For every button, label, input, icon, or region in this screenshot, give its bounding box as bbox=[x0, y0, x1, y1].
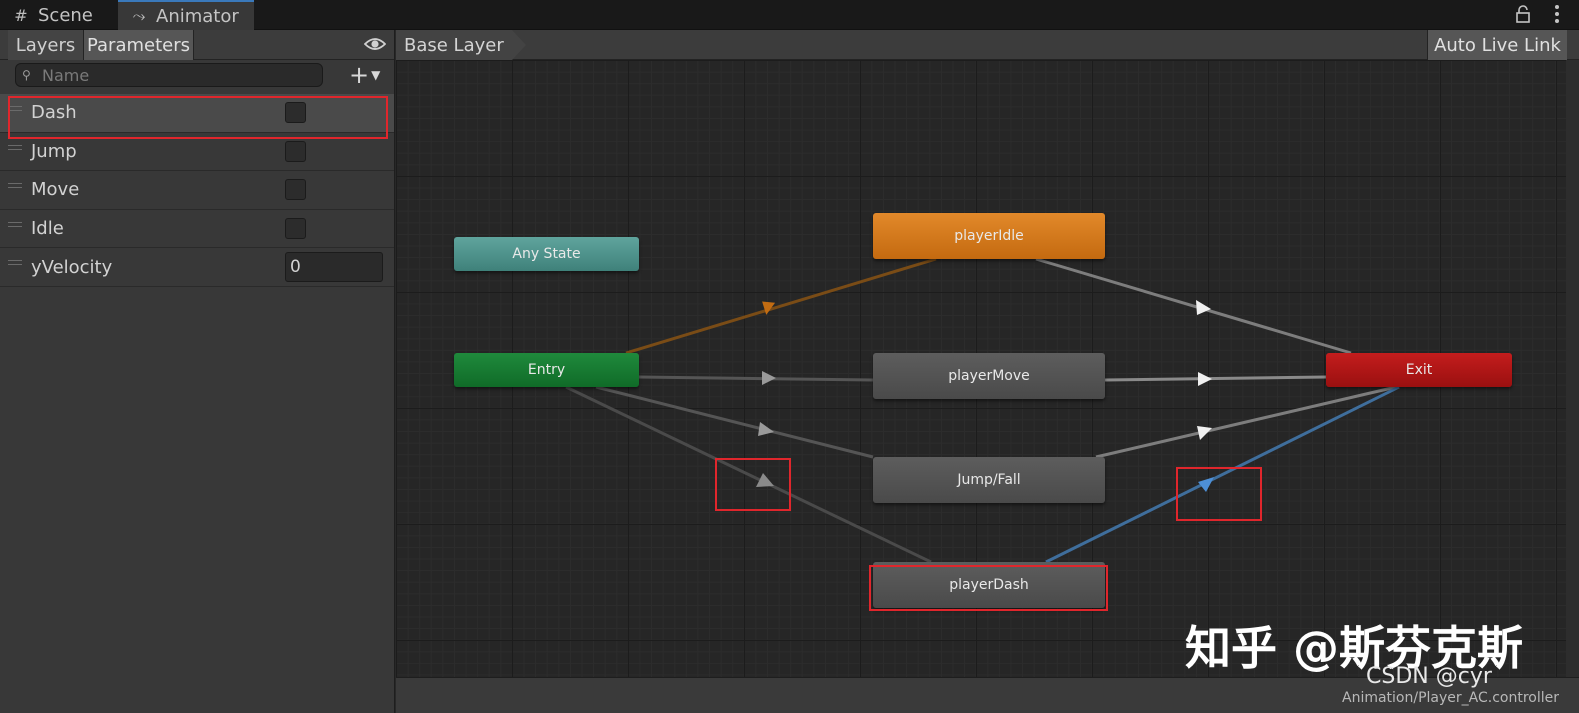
transition-arrow-icon bbox=[1198, 477, 1214, 492]
parameter-checkbox-idle[interactable] bbox=[285, 218, 306, 240]
transition-lines bbox=[565, 257, 1400, 564]
vertical-scrollbar[interactable] bbox=[1566, 60, 1579, 677]
parameter-checkbox-move[interactable] bbox=[285, 179, 306, 201]
transition-dash-exit[interactable] bbox=[1045, 385, 1400, 564]
parameter-name: Jump bbox=[31, 140, 77, 162]
grid-icon: # bbox=[14, 5, 28, 25]
state-exit[interactable]: Exit bbox=[1326, 353, 1512, 387]
animator-graph-panel: Base Layer Auto Live Link bbox=[396, 30, 1579, 713]
breadcrumb-bar: Base Layer Auto Live Link bbox=[396, 30, 1579, 60]
breadcrumb-base-layer[interactable]: Base Layer bbox=[396, 30, 526, 60]
parameter-value-field-yvelocity[interactable]: 0 bbox=[285, 252, 383, 283]
watermark-zhihu: 知乎 @斯芬克斯 bbox=[1185, 621, 1524, 675]
eye-icon[interactable] bbox=[364, 35, 386, 53]
state-player-move[interactable]: playerMove bbox=[873, 353, 1105, 399]
search-icon: ⚲ bbox=[22, 68, 31, 82]
transition-arrow-icon bbox=[1196, 300, 1211, 315]
parameter-row-dash[interactable]: Dash bbox=[0, 94, 394, 133]
state-jump-fall[interactable]: Jump/Fall bbox=[873, 457, 1105, 503]
transition-jump-exit[interactable] bbox=[1095, 385, 1397, 459]
search-row: ⚲ +▼ bbox=[0, 60, 394, 94]
parameters-panel: Layers Parameters ⚲ +▼ Dash Jump Move bbox=[0, 30, 395, 713]
drag-handle-icon[interactable] bbox=[8, 106, 22, 111]
transition-arrow-icon bbox=[762, 301, 776, 315]
transition-arrow-icon bbox=[758, 422, 774, 436]
plus-icon: + bbox=[349, 61, 370, 89]
transition-entry-jump[interactable] bbox=[595, 385, 874, 459]
state-player-idle[interactable]: playerIdle bbox=[873, 213, 1105, 259]
parameter-row-yvelocity[interactable]: yVelocity 0 bbox=[0, 248, 394, 287]
watermark-csdn: CSDN @cyr bbox=[1366, 664, 1492, 689]
transition-arrow-icon bbox=[1197, 426, 1212, 440]
state-any-state[interactable]: Any State bbox=[454, 237, 639, 271]
lock-icon[interactable] bbox=[1515, 4, 1531, 24]
search-input[interactable] bbox=[42, 65, 312, 85]
parameter-list: Dash Jump Move Idle yVelocity 0 bbox=[0, 94, 394, 287]
parameter-name: Idle bbox=[31, 218, 64, 240]
window-tab-bar: # Scene ⤳ Animator bbox=[0, 0, 1579, 30]
search-field[interactable]: ⚲ bbox=[15, 63, 323, 87]
add-parameter-button[interactable]: +▼ bbox=[349, 61, 389, 89]
parameter-row-idle[interactable]: Idle bbox=[0, 210, 394, 249]
status-bar: Animation/Player_AC.controller bbox=[396, 677, 1579, 713]
transition-entry-move[interactable] bbox=[638, 375, 874, 382]
state-machine-graph[interactable]: Any State Entry playerIdle playerMove Ju… bbox=[396, 60, 1566, 677]
state-player-dash[interactable]: playerDash bbox=[873, 562, 1105, 608]
drag-handle-icon[interactable] bbox=[8, 260, 22, 266]
parameter-row-move[interactable]: Move bbox=[0, 171, 394, 210]
left-panel-tabs: Layers Parameters bbox=[0, 30, 394, 60]
auto-live-link-button[interactable]: Auto Live Link bbox=[1427, 30, 1567, 60]
transition-arrow-icon bbox=[1198, 372, 1212, 386]
transition-entry-dash[interactable] bbox=[565, 385, 932, 564]
tab-parameters[interactable]: Parameters bbox=[84, 30, 194, 60]
chevron-down-icon: ▼ bbox=[371, 68, 381, 82]
parameter-checkbox-dash[interactable] bbox=[285, 102, 306, 124]
animator-icon: ⤳ bbox=[132, 6, 146, 25]
transition-arrow-icon bbox=[756, 473, 774, 487]
transition-entry-idle[interactable] bbox=[625, 257, 937, 355]
drag-handle-icon[interactable] bbox=[8, 144, 22, 150]
parameter-name: Move bbox=[31, 179, 80, 201]
parameter-name: Dash bbox=[31, 102, 77, 124]
drag-handle-icon[interactable] bbox=[8, 221, 22, 227]
tab-scene-label: Scene bbox=[38, 4, 93, 26]
controller-path: Animation/Player_AC.controller bbox=[1342, 690, 1559, 706]
state-entry[interactable]: Entry bbox=[454, 353, 639, 387]
tab-layers[interactable]: Layers bbox=[8, 30, 84, 60]
transition-idle-exit[interactable] bbox=[1035, 257, 1352, 355]
transition-move-exit[interactable] bbox=[1104, 375, 1327, 382]
parameter-name: yVelocity bbox=[31, 256, 113, 278]
parameter-checkbox-jump[interactable] bbox=[285, 140, 306, 162]
tab-animator-label: Animator bbox=[156, 5, 239, 27]
tab-scene[interactable]: # Scene bbox=[0, 0, 118, 30]
tab-animator[interactable]: ⤳ Animator bbox=[118, 0, 254, 30]
transition-arrow-icon bbox=[762, 371, 776, 385]
more-options-icon[interactable] bbox=[1547, 3, 1567, 25]
parameter-row-jump[interactable]: Jump bbox=[0, 133, 394, 172]
drag-handle-icon[interactable] bbox=[8, 183, 22, 189]
